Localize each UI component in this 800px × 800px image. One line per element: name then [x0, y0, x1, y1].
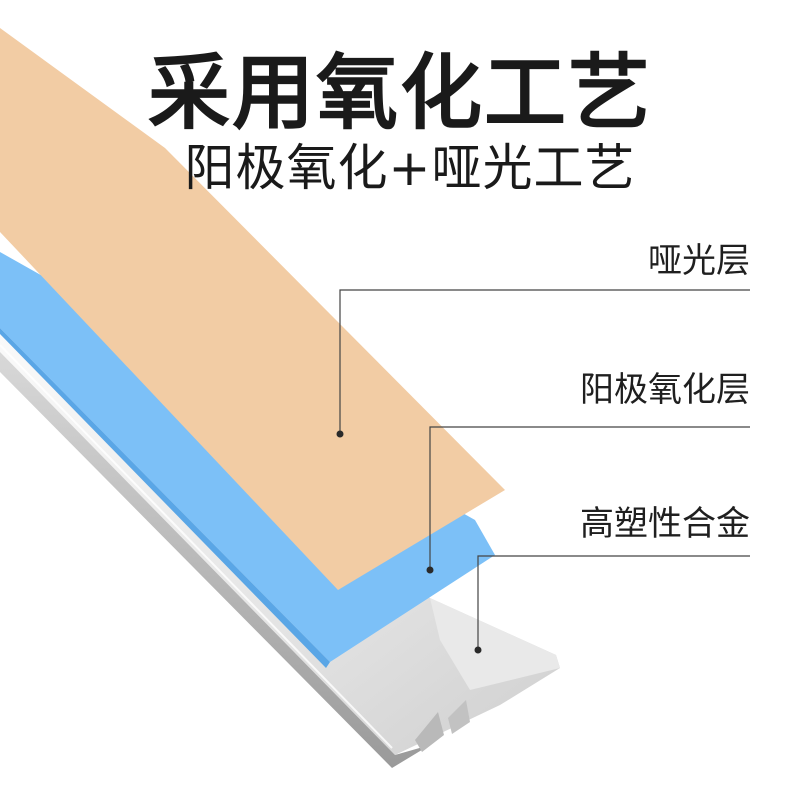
label-alloy-layer: 高塑性合金	[580, 504, 750, 544]
leader-dot-matte	[336, 430, 344, 438]
leader-line-matte	[339, 289, 750, 434]
label-matte-layer: 哑光层	[648, 241, 750, 281]
leader-dot-anodized	[426, 566, 434, 574]
leader-lines	[339, 289, 750, 650]
page-subtitle: 阳极氧化+哑光工艺	[184, 139, 636, 197]
leader-line-alloy	[477, 555, 750, 650]
leader-line-anodized	[429, 426, 750, 570]
page-title: 采用氧化工艺	[147, 46, 652, 141]
label-anodized-layer: 阳极氧化层	[580, 370, 750, 410]
matte-strip	[0, 28, 505, 590]
leader-dot-alloy	[474, 646, 482, 654]
leader-dots	[336, 430, 482, 654]
